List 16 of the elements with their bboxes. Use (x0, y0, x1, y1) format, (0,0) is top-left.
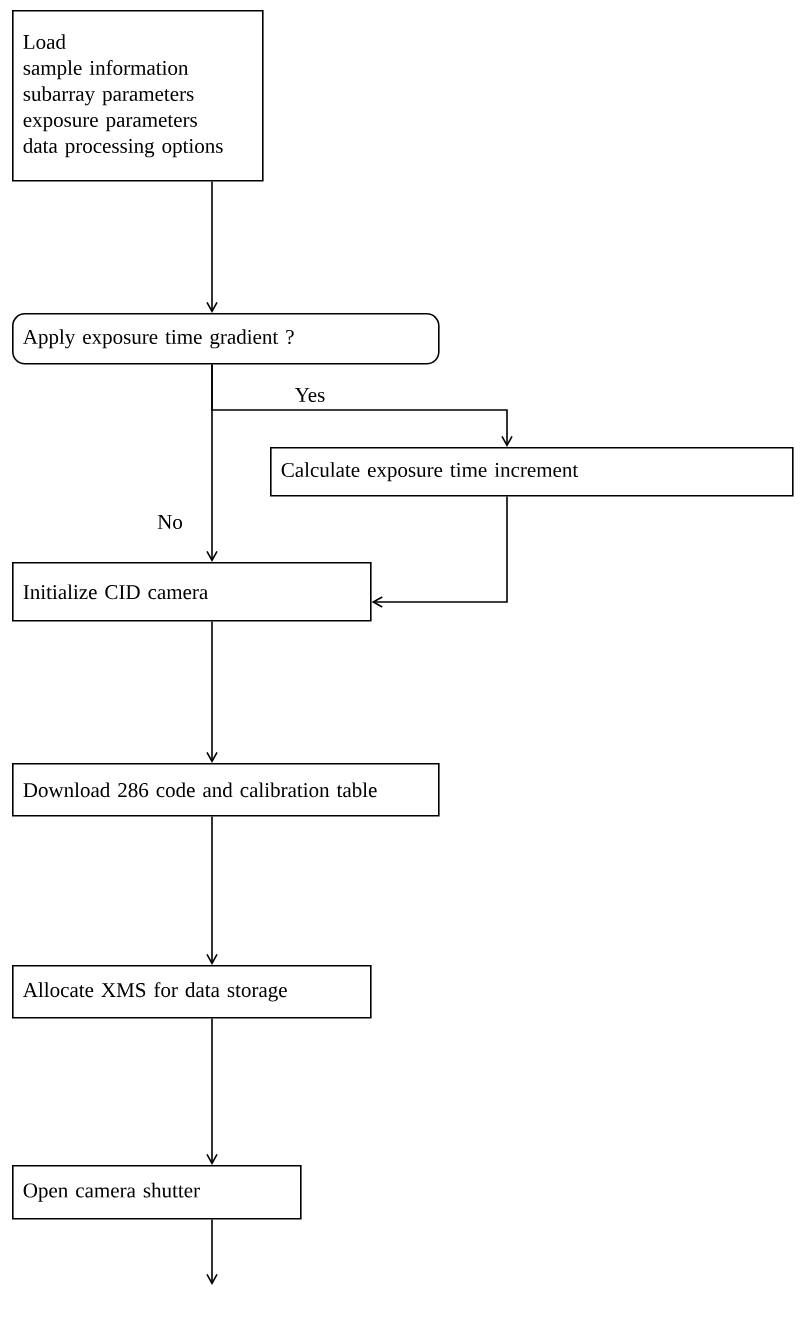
arrow (206, 180, 218, 313)
process-box: Load sample information subarray parameters exposure parameters data processing options (12, 10, 264, 182)
arrow (206, 363, 218, 562)
edge-label: No (156, 514, 184, 530)
edge-label: Yes (293, 387, 327, 403)
arrow (371, 495, 508, 608)
process-box: Download 286 code and calibration table (12, 763, 440, 817)
process-box: Calculate exposure time increment (270, 447, 794, 497)
arrow (206, 1218, 218, 1285)
arrow (206, 620, 218, 763)
process-box: Open camera shutter (12, 1165, 302, 1220)
arrow (206, 1017, 218, 1165)
process-box: Allocate XMS for data storage (12, 965, 372, 1019)
process-box: Initialize CID camera (12, 562, 372, 622)
arrow (206, 815, 218, 965)
decision-box: Apply exposure time gradient ? (12, 313, 440, 365)
